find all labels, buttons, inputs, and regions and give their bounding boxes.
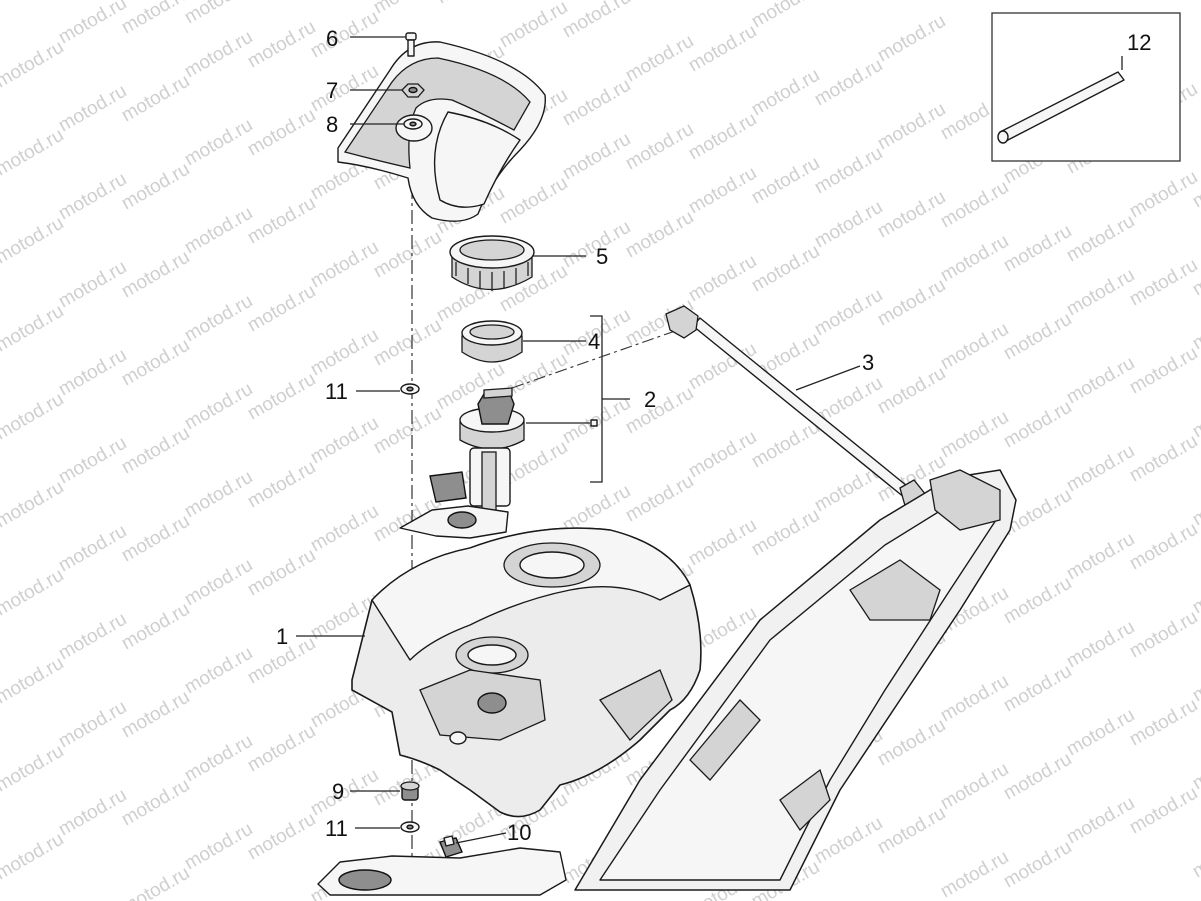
watermark-text: motod.ru [55,0,130,48]
callout-2: 2 [644,387,656,412]
watermark-text: motod.ru [181,0,256,28]
callout-7: 7 [326,78,338,103]
callout-5: 5 [596,244,608,269]
watermark-text: motod.ru [433,0,508,8]
pump-lock-ring [449,235,535,291]
callout-11-lower: 11 [325,816,348,841]
watermark-text: motod.ru [0,213,67,269]
callout-8: 8 [326,112,338,137]
tank-grommet [400,781,420,801]
bracket-marker [590,419,598,427]
pump-group-bracket [590,315,630,483]
pump-seal [461,320,523,363]
bracket-hole [338,869,392,891]
watermark-text: motod.ru [748,0,823,32]
watermark-text: motod.ru [0,653,67,709]
watermark-text: motod.ru [118,863,193,901]
watermark-text: motod.ru [0,829,67,885]
watermark-text: motod.ru [874,11,949,67]
callout-1: 1 [276,624,288,649]
watermark-text: motod.ru [370,0,445,18]
cover-nut [401,83,425,98]
watermark-text: motod.ru [0,301,67,357]
callout-9: 9 [332,779,344,804]
watermark-text: motod.ru [0,0,67,4]
watermark-text: motod.ru [118,0,193,38]
callout-4: 4 [588,329,600,354]
watermark-text: motod.ru [559,0,634,42]
watermark-text: motod.ru [0,37,67,93]
tank-cover [337,41,546,222]
watermark-text: motod.ru [0,565,67,621]
vehicle-frame [574,469,1017,891]
callout-10: 10 [507,820,531,845]
callout-3: 3 [862,350,874,375]
callout-12: 12 [1127,30,1151,55]
callout-6: 6 [326,26,338,51]
fuel-tank [351,527,702,818]
hose-kit-box [991,12,1181,162]
washer-upper [400,383,420,395]
hose-connection-line [511,329,679,389]
cover-washer [403,118,423,130]
washer-lower [400,821,420,833]
watermark-text: motod.ru [0,389,67,445]
watermark-text: motod.ru [0,125,67,181]
leader-lines [296,36,1123,844]
cover-bolt [405,32,417,57]
callout-11-upper: 11 [325,379,348,404]
watermark-text: motod.ru [1189,827,1201,883]
fuel-pump-assembly [399,387,525,539]
watermark-text: motod.ru [0,477,67,533]
watermark-text: motod.ru [0,741,67,797]
